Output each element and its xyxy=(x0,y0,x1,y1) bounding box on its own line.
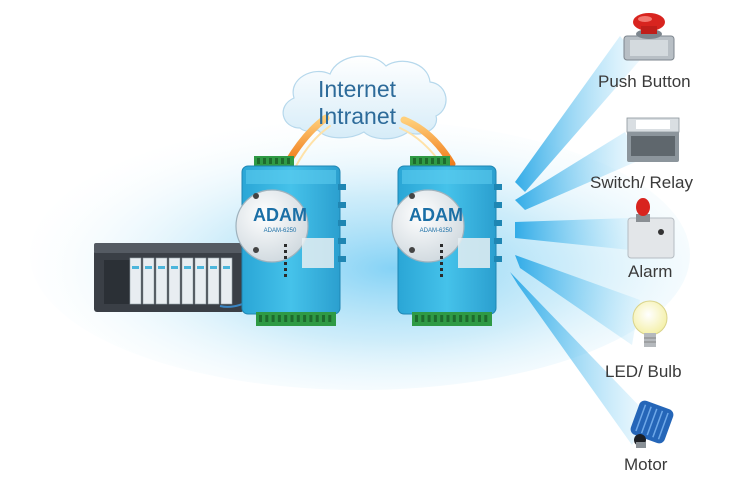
status-led xyxy=(440,256,443,259)
beam-push-button xyxy=(515,36,640,192)
terminal-pin xyxy=(281,158,284,164)
status-led xyxy=(440,268,443,271)
push-button-icon xyxy=(623,13,675,61)
terminal-pin xyxy=(471,315,475,322)
side-port xyxy=(494,256,502,262)
side-port xyxy=(338,202,346,208)
side-port xyxy=(338,256,346,262)
terminal-pin xyxy=(465,315,469,322)
status-led xyxy=(284,268,287,271)
module-dial xyxy=(235,189,309,263)
terminal-pin xyxy=(322,315,325,322)
terminal-pin xyxy=(263,158,266,164)
terminal-pin xyxy=(431,158,434,164)
device-label-switch-relay: Switch/ Relay xyxy=(590,173,693,192)
terminal-pin xyxy=(459,315,463,322)
terminal-pin xyxy=(290,315,294,322)
terminal-pin xyxy=(269,158,272,164)
module-top-strip xyxy=(246,170,336,184)
terminal-pin xyxy=(440,315,444,322)
terminal-pin xyxy=(296,315,300,322)
screw-icon xyxy=(253,193,259,199)
status-led xyxy=(284,262,287,265)
terminal-pin xyxy=(315,315,319,322)
link-arc-left-inner xyxy=(295,125,331,167)
terminal-pin xyxy=(421,315,425,322)
terminal-pin xyxy=(271,315,275,322)
device-label-led-bulb: LED/ Bulb xyxy=(605,362,682,381)
terminal-pin xyxy=(437,158,440,164)
terminal-pin xyxy=(287,158,290,164)
terminal-pin xyxy=(419,158,422,164)
module-model: ADAM-6250 xyxy=(264,228,297,234)
status-led xyxy=(284,274,287,277)
status-panel xyxy=(458,238,490,268)
terminal-pin xyxy=(275,158,278,164)
side-port xyxy=(494,202,502,208)
module-model: ADAM-6250 xyxy=(420,228,453,234)
module-layer: ADAM ADAM-6250 ADAM ADAM-6250 xyxy=(235,156,502,326)
status-led xyxy=(284,244,287,247)
device-label-push-button: Push Button xyxy=(598,72,691,91)
terminal-pin xyxy=(265,315,269,322)
io-rack xyxy=(94,243,263,312)
terminal-pin xyxy=(427,315,431,322)
signal-beams xyxy=(510,36,648,445)
status-led xyxy=(440,250,443,253)
cloud-label-internet: Internet xyxy=(318,76,396,102)
light-bulb-icon xyxy=(632,300,668,347)
beam-bulb xyxy=(515,255,640,345)
side-port xyxy=(494,238,502,244)
status-led xyxy=(440,262,443,265)
cloud-label-intranet: Intranet xyxy=(318,103,396,129)
terminal-pin xyxy=(259,315,262,322)
side-port xyxy=(338,220,346,226)
terminal-pin xyxy=(413,158,416,164)
side-port xyxy=(494,220,502,226)
relay-icon xyxy=(626,117,680,162)
terminal-pin xyxy=(452,315,456,322)
beam-relay xyxy=(515,132,640,210)
device-label-alarm: Alarm xyxy=(628,262,673,281)
screw-icon xyxy=(409,247,415,253)
screw-icon xyxy=(253,247,259,253)
module-brand: ADAM xyxy=(253,205,307,225)
terminal-pin xyxy=(425,158,428,164)
terminal-pin xyxy=(257,158,260,164)
terminal-pin xyxy=(478,315,481,322)
module-dial xyxy=(391,189,465,263)
beam-alarm xyxy=(515,218,630,250)
status-led xyxy=(440,274,443,277)
adam-module-1: ADAM ADAM-6250 xyxy=(235,156,346,326)
terminal-pin xyxy=(443,158,446,164)
terminal-pin xyxy=(284,315,288,322)
side-port xyxy=(338,184,346,190)
module-brand: ADAM xyxy=(409,205,463,225)
status-panel xyxy=(302,238,334,268)
status-led xyxy=(440,244,443,247)
terminal-pin xyxy=(309,315,313,322)
terminal-pin xyxy=(484,315,488,322)
screw-icon xyxy=(409,193,415,199)
terminal-pin xyxy=(433,315,437,322)
side-port xyxy=(338,238,346,244)
terminal-pin xyxy=(328,315,332,322)
status-led xyxy=(284,256,287,259)
alarm-light-icon xyxy=(627,198,675,259)
side-port xyxy=(494,184,502,190)
device-label-motor: Motor xyxy=(624,455,668,474)
terminal-pin xyxy=(415,315,418,322)
adam-module-2: ADAM ADAM-6250 xyxy=(391,156,502,326)
terminal-pin xyxy=(277,315,281,322)
terminal-pin xyxy=(303,315,307,322)
status-led xyxy=(284,250,287,253)
terminal-pin xyxy=(446,315,450,322)
motor-icon xyxy=(630,400,674,448)
beam-motor xyxy=(510,272,648,445)
module-top-strip xyxy=(402,170,492,184)
